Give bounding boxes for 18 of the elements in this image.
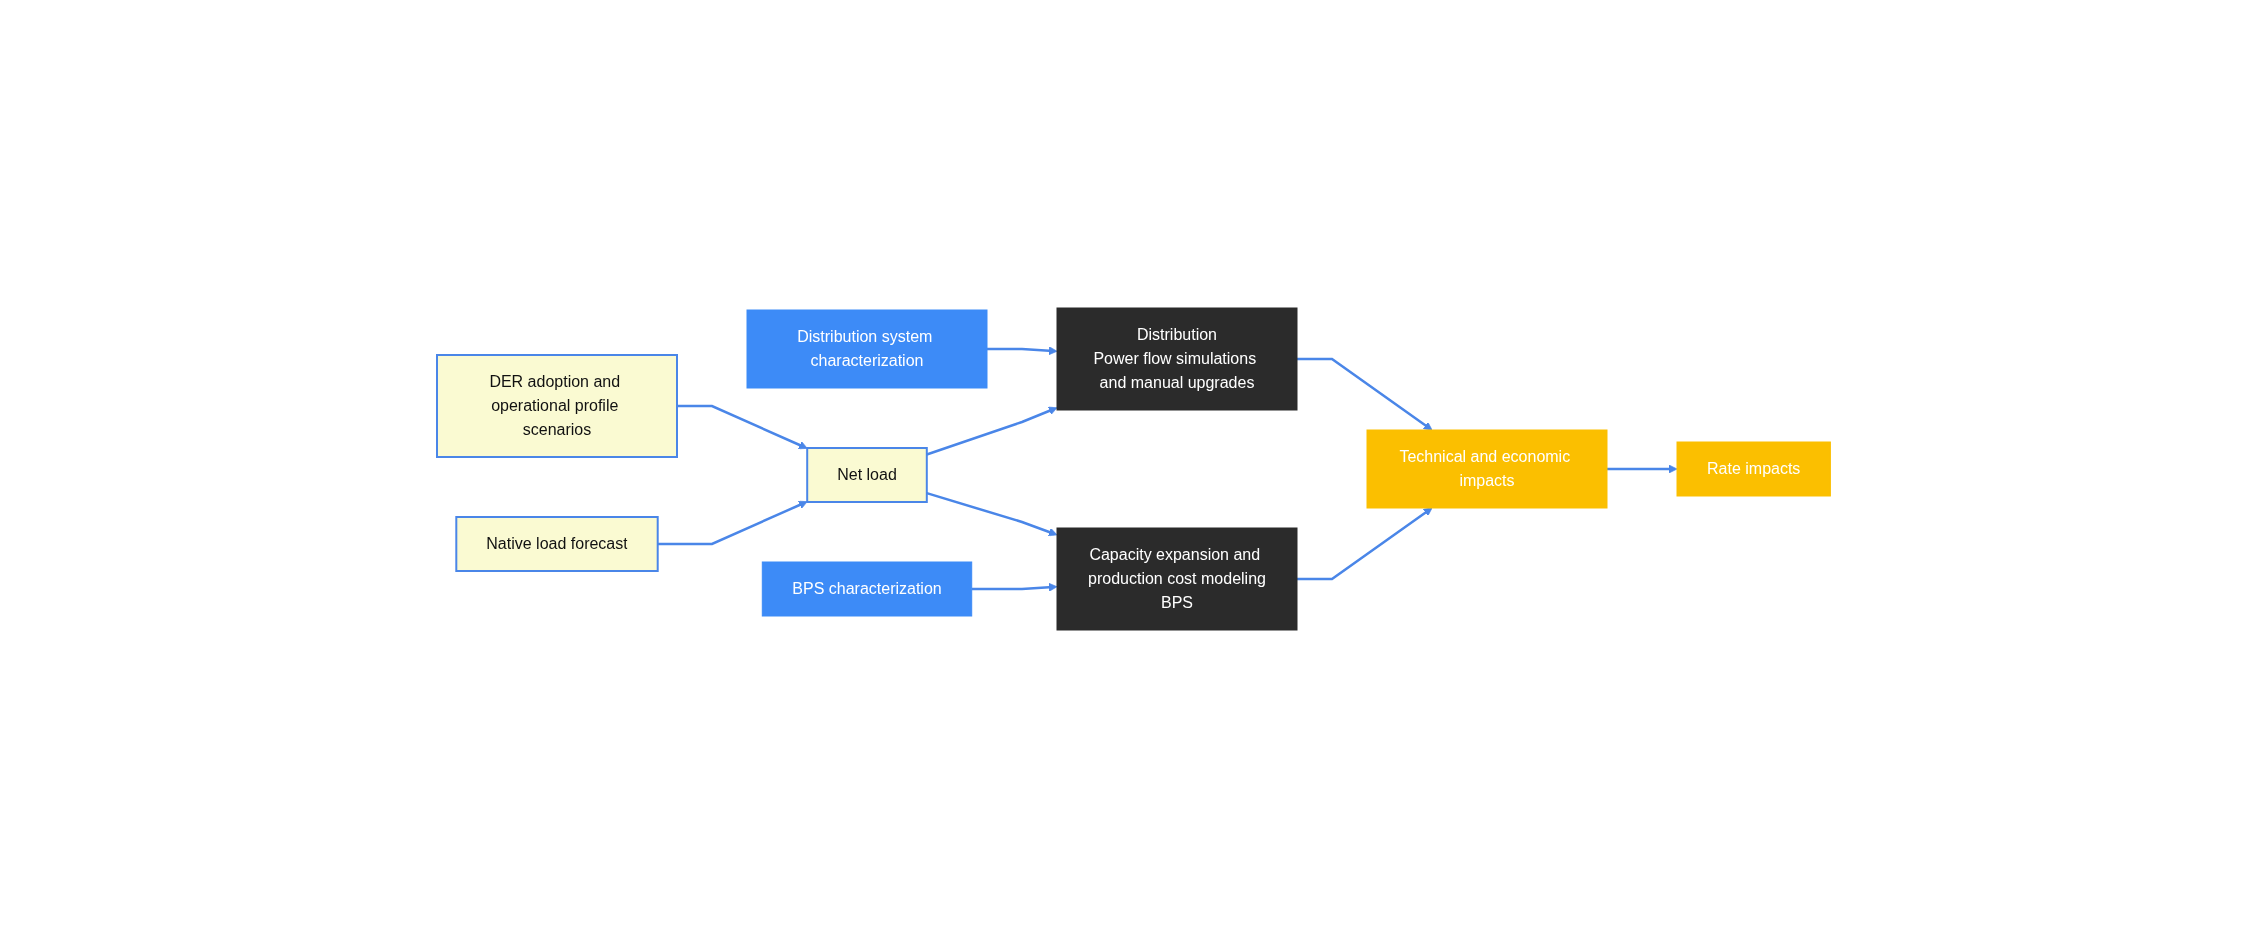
node-box: Net load (806, 446, 928, 503)
arrow (1296, 357, 1433, 430)
node-box: Technical and economic impacts (1366, 429, 1608, 508)
node-box: Distribution Power flow simulations and manual upgrades (1056, 307, 1298, 410)
arrow (926, 406, 1058, 456)
node-box: Distribution system characterization (746, 309, 988, 388)
arrow (926, 491, 1058, 536)
node-box: Capacity expansion and production cost modeling BPS (1056, 527, 1298, 630)
arrow (986, 345, 1058, 355)
node-box: Native load forecast (455, 515, 659, 572)
arrow (971, 582, 1058, 592)
node-box: DER adoption and operational profile scenarios (435, 353, 678, 458)
arrow (1296, 507, 1433, 580)
arrow (676, 404, 808, 449)
node-box: Rate impacts (1676, 441, 1831, 496)
arrow (1606, 464, 1678, 473)
arrow (657, 500, 808, 545)
node-box: BPS characterization (761, 561, 972, 616)
